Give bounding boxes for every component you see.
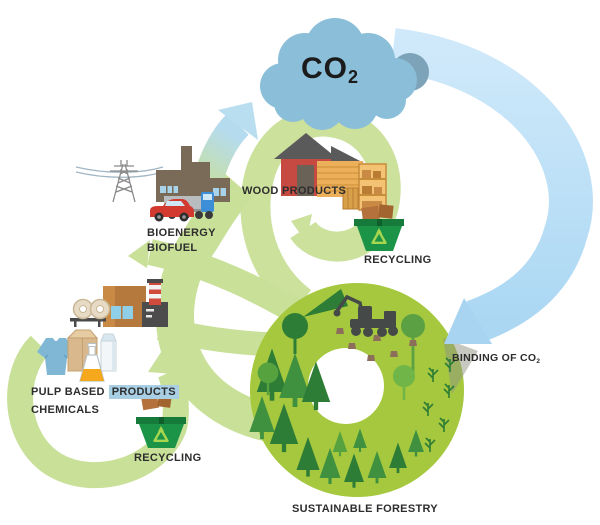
- pulp-prefix-text: PULP BASED: [31, 386, 105, 398]
- binding-subscript: 2: [536, 357, 541, 365]
- co2-subscript: 2: [348, 67, 360, 88]
- car-icon: [150, 199, 194, 222]
- shirt-icon: [37, 338, 75, 375]
- co2-cloud-label: CO2: [301, 52, 360, 88]
- wood-products-label: WOOD PRODUCTS: [242, 185, 347, 197]
- paper-rolls-icon: [70, 298, 111, 327]
- chemicals-line: CHEMICALS: [31, 404, 100, 416]
- recycling-bin-right-icon: [354, 204, 404, 251]
- sustainable-forestry-label: SUSTAINABLE FORESTRY: [292, 503, 438, 515]
- bioenergy-line1: BIOENERGY: [147, 227, 216, 239]
- chimney-icon: [147, 279, 163, 305]
- carton-icon: [100, 333, 117, 372]
- binding-co2-label: BINDING OF CO2: [452, 351, 540, 367]
- binding-text: BINDING OF CO: [452, 352, 537, 364]
- forest-to-atmosphere-arrow: [156, 172, 307, 447]
- wood-cycle-arrow: [240, 106, 401, 314]
- binding-arrow: [389, 28, 593, 344]
- ring-shadow-wedge: [443, 338, 478, 394]
- shelf-icon: [358, 163, 387, 211]
- harvester-icon: [333, 294, 398, 337]
- power-pylon-icon: [110, 160, 138, 203]
- pulp-recycle-loop-arrow: [7, 335, 189, 489]
- power-lines-icon: [75, 166, 164, 178]
- crate-icon: [342, 187, 359, 210]
- felled-tree-icon: [303, 289, 348, 317]
- co2-text: CO: [301, 52, 348, 85]
- paper-mill-icon: [70, 279, 168, 327]
- flask-icon: [79, 343, 105, 382]
- bioenergy-line2: BIOFUEL: [147, 242, 198, 254]
- pulp-highlighted-text: PRODUCTS: [108, 385, 179, 399]
- recycling-left-label: RECYCLING: [134, 452, 202, 464]
- forest-ring: [249, 283, 478, 497]
- co2-cloud-icon: [260, 18, 429, 130]
- recycling-right-label: RECYCLING: [364, 254, 432, 266]
- bioenergy-factory-icon: [156, 146, 230, 202]
- bioenergy-label: BIOENERGY BIOFUEL: [147, 226, 216, 256]
